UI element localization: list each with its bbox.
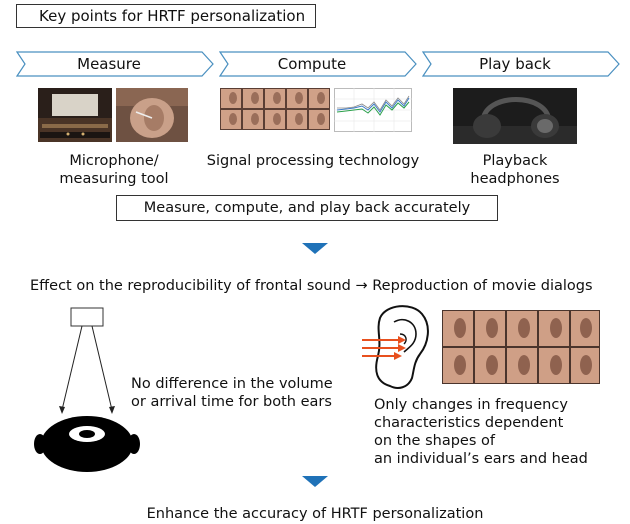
step-compute: Compute <box>219 51 417 77</box>
caption-measure-line2: measuring tool <box>59 171 169 187</box>
right-note-line3: on the shapes of <box>374 433 495 449</box>
left-note-line1: No difference in the volume <box>131 376 333 392</box>
chevron-shape <box>219 51 417 77</box>
step-playback: Play back <box>422 51 620 77</box>
caption-compute: Signal processing technology <box>206 153 420 169</box>
ear-samples-grid <box>220 88 330 130</box>
frequency-response-graph <box>334 88 412 132</box>
frontal-sound-illustration <box>30 304 160 480</box>
right-note-line2: characteristics dependent <box>374 415 564 431</box>
chevron-shape <box>16 51 214 77</box>
caption-measure: Microphone/ measuring tool <box>40 152 188 188</box>
right-note-line1: Only changes in frequency <box>374 397 568 413</box>
ear-photos-grid <box>442 310 600 384</box>
summary-box: Measure, compute, and play back accurate… <box>116 195 498 221</box>
theater-photo <box>38 88 112 142</box>
right-note-line4: an individual’s ears and head <box>374 451 588 467</box>
headphones-photo <box>453 88 577 144</box>
caption-playback: Playback headphones <box>440 152 590 188</box>
down-arrow-icon <box>302 476 328 487</box>
caption-playback-line1: Playback <box>482 153 548 169</box>
caption-playback-line2: headphones <box>470 171 560 187</box>
step-measure-label: Measure <box>77 55 141 73</box>
effect-statement: Effect on the reproducibility of frontal… <box>30 278 593 294</box>
step-compute-label: Compute <box>277 55 347 73</box>
step-measure: Measure <box>16 51 214 77</box>
diagram-title: Key points for HRTF personalization <box>16 4 316 28</box>
chevron-shape <box>422 51 620 77</box>
step-playback-label: Play back <box>479 55 551 73</box>
down-arrow-icon <box>302 243 328 254</box>
microphone-ear-photo <box>116 88 188 142</box>
right-note: Only changes in frequency characteristic… <box>374 396 624 468</box>
conclusion: Enhance the accuracy of HRTF personaliza… <box>146 506 484 522</box>
ear-illustration <box>360 300 444 392</box>
left-note: No difference in the volume or arrival t… <box>131 375 361 411</box>
caption-measure-line1: Microphone/ <box>69 153 159 169</box>
left-note-line2: or arrival time for both ears <box>131 394 332 410</box>
